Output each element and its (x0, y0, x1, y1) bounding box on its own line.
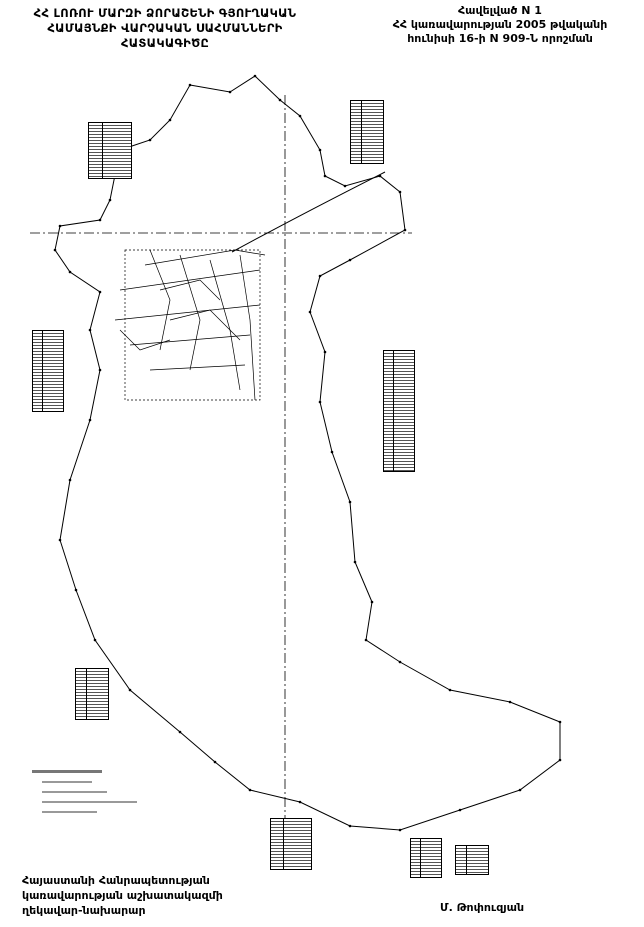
map-legend (22, 770, 142, 821)
boundary-vertex (168, 118, 172, 122)
legend-item (42, 791, 107, 793)
boundary-vertex (253, 74, 257, 78)
boundary-vertex (558, 720, 562, 724)
boundary-vertex (68, 478, 72, 482)
boundary-vertex (248, 788, 252, 792)
position-line-3: ղեկավար-նախարար (22, 904, 146, 917)
annex-line-1: Հավելված N 1 (458, 4, 542, 17)
signatory-position: Հայաստանի Հանրապետության կառավարության ա… (22, 873, 223, 918)
boundary-vertex (398, 660, 402, 664)
boundary-vertex (53, 248, 57, 252)
boundary-vertex (213, 760, 217, 764)
boundary-vertex (353, 560, 357, 564)
annex-reference: Հավելված N 1 ՀՀ կառավարության 2005 թվակա… (380, 4, 620, 46)
boundary-vertex (458, 808, 462, 812)
annex-line-2: ՀՀ կառավարության 2005 թվականի (392, 18, 608, 31)
boundary-vertex (364, 638, 368, 642)
legend-item (42, 811, 97, 813)
position-line-1: Հայաստանի Հանրապետության (22, 874, 210, 887)
legend-item (42, 781, 92, 783)
boundary-vertex (370, 600, 374, 604)
coordinate-table-1 (88, 122, 132, 179)
boundary-vertex (88, 418, 92, 422)
boundary-vertex (323, 350, 327, 354)
coordinate-table-5 (75, 668, 109, 720)
boundary-vertex (68, 270, 72, 274)
boundary-vertex (398, 190, 402, 194)
coordinate-table-3 (32, 330, 64, 412)
boundary-vertex (558, 758, 562, 762)
boundary-vertex (308, 310, 312, 314)
coordinate-table-6 (270, 818, 312, 870)
boundary-vertex (98, 368, 102, 372)
coordinate-table-4 (383, 350, 415, 472)
boundary-vertex (74, 588, 78, 592)
title-line-1: ՀՀ ԼՈՌՈՒ ՄԱՐԶԻ ՁՈՐԱՇԵՆԻ ԳՅՈՒՂԱԿԱՆ (33, 6, 297, 20)
boundary-vertex (378, 174, 382, 178)
boundary-vertex (98, 290, 102, 294)
boundary-vertex (228, 90, 232, 94)
boundary-vertex (128, 688, 132, 692)
boundary-vertex (88, 328, 92, 332)
boundary-vertex (188, 83, 192, 87)
boundary-vertex (518, 788, 522, 792)
boundary-vertex (278, 98, 282, 102)
title-line-2: ՀԱՄԱՅՆՔԻ ՎԱՐՉԱԿԱՆ ՍԱՀՄԱՆՆԵՐԻ (47, 21, 283, 35)
coordinate-table-8 (455, 845, 489, 875)
boundary-vertex (343, 184, 347, 188)
boundary-vertex (58, 224, 62, 228)
boundary-vertex (323, 174, 327, 178)
map-title: ՀՀ ԼՈՌՈՒ ՄԱՐԶԻ ՁՈՐԱՇԵՆԻ ԳՅՈՒՂԱԿԱՆ ՀԱՄԱՅՆ… (20, 6, 310, 51)
boundary-vertex (318, 400, 322, 404)
signatory-name: Մ. Թոփուզյան (440, 901, 525, 914)
settlement-streets (114, 249, 266, 401)
boundary-vertex (98, 218, 102, 222)
boundary-vertex (348, 258, 352, 262)
boundary-vertex (318, 148, 322, 152)
boundary-vertex (108, 198, 112, 202)
position-line-2: կառավարության աշխատակազմի (22, 889, 223, 902)
boundary-vertex (298, 800, 302, 804)
boundary-vertex (148, 138, 152, 142)
community-boundary (54, 75, 561, 831)
title-line-3: ՀԱՏԱԿԱԳԻԾԸ (120, 36, 210, 50)
boundary-vertex (330, 450, 334, 454)
coordinate-table-2 (350, 100, 384, 164)
legend-item (42, 801, 137, 803)
boundary-vertex (298, 114, 302, 118)
boundary-vertex (508, 700, 512, 704)
boundary-vertex (448, 688, 452, 692)
boundary-vertex (318, 274, 322, 278)
annex-line-3: հունիսի 16-ի N 909-Ն որոշման (407, 32, 593, 45)
boundary-vertex (93, 638, 97, 642)
road-line (231, 171, 386, 253)
boundary-vertex (403, 228, 407, 232)
boundary-vertex (58, 538, 62, 542)
coordinate-table-7 (410, 838, 442, 878)
legend-title-mark (32, 770, 102, 773)
boundary-vertices (53, 74, 562, 832)
boundary-vertex (348, 500, 352, 504)
boundary-vertex (348, 824, 352, 828)
boundary-vertex (178, 730, 182, 734)
boundary-vertex (398, 828, 402, 832)
